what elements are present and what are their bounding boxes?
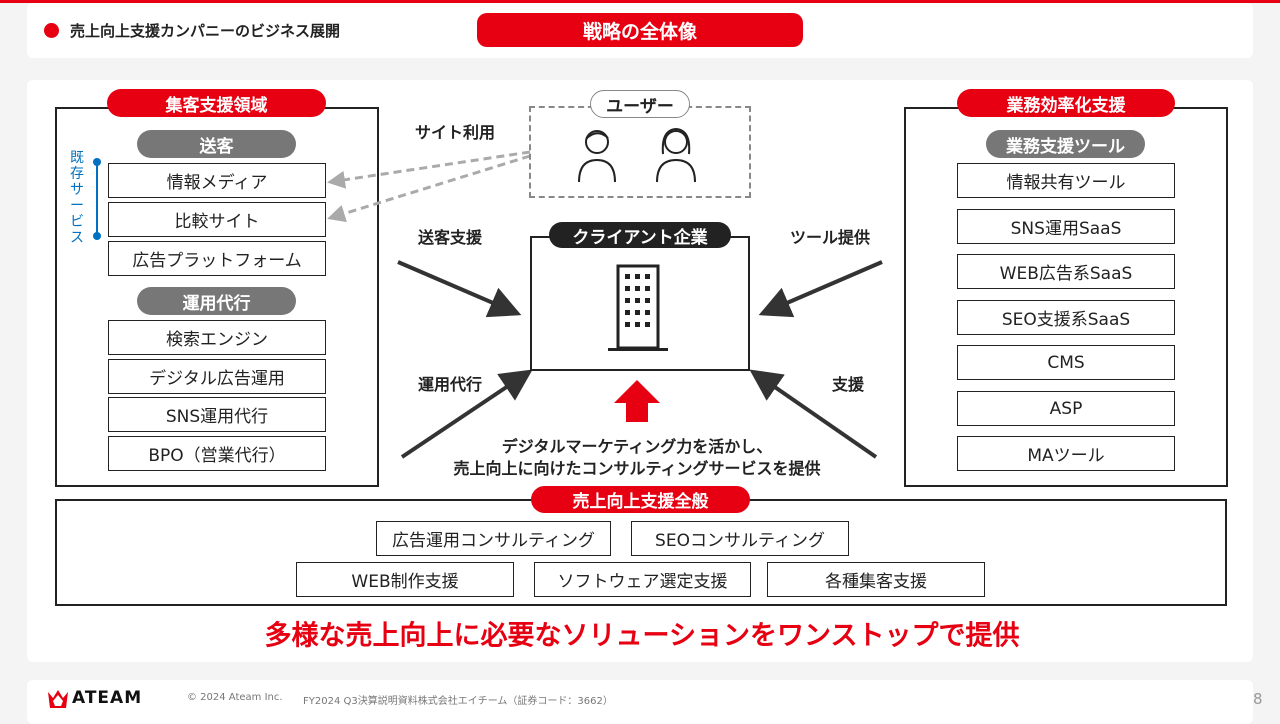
list-item: SNS運用代行 [108,397,326,432]
user-title: ユーザー [590,90,690,118]
list-item: 広告プラットフォーム [108,241,326,276]
site-use-arrow [327,150,531,223]
list-item: 各種集客支援 [767,562,985,597]
copyright: © 2024 Ateam Inc. [187,692,283,703]
list-item: SEO支援系SaaS [957,300,1175,335]
list-item: 情報共有ツール [957,163,1175,198]
customer-acquisition-title: 集客支援領域 [107,89,326,117]
red-up-arrow-icon [614,380,660,422]
bracket-dot [93,232,101,240]
caption-line-1: デジタルマーケティング力を活かし、 [501,437,773,456]
site-use-label: サイト利用 [414,123,496,142]
list-item: WEB制作支援 [296,562,514,597]
male-user-icon [578,130,616,183]
list-item: 比較サイト [108,202,326,237]
support-label: 支援 [831,375,865,394]
page-number: 8 [1253,690,1263,708]
building-icon [608,264,668,351]
bracket-dot [93,158,101,166]
bracket-line [96,162,98,236]
caption-line-2: 売上向上に向けたコンサルティングサービスを提供 [453,459,821,478]
tools-group-title: 業務支援ツール [986,130,1145,158]
female-user-icon [656,127,696,183]
list-item: CMS [957,345,1175,380]
section-title: 売上向上支援カンパニーのビジネス展開 [70,22,341,40]
referral-title: 送客 [137,130,296,158]
client-box [530,236,750,371]
existing-services-label: 既存サービス [70,150,84,246]
header-card: 売上向上支援カンパニーのビジネス展開 戦略の全体像 [27,3,1253,58]
footer: ATEAM © 2024 Ateam Inc. FY2024 Q3決算説明資料株… [27,680,1253,724]
top-accent-bar [0,0,1280,3]
operations-arrow [400,369,533,459]
document-info: FY2024 Q3決算説明資料株式会社エイチーム（証券コード：3662） [303,696,613,707]
operations-title: 運用代行 [137,287,296,315]
referral-support-label: 送客支援 [417,228,483,247]
ateam-logo-icon [48,690,68,708]
strategy-badge: 戦略の全体像 [477,13,803,47]
list-item: BPO（営業代行） [108,436,326,471]
list-item: 検索エンジン [108,320,326,355]
list-item: WEB広告系SaaS [957,254,1175,289]
user-box [529,106,751,198]
client-title: クライアント企業 [549,222,731,248]
list-item: 広告運用コンサルティング [376,521,611,556]
red-dot-icon [44,23,59,38]
efficiency-title: 業務効率化支援 [957,89,1175,117]
sales-support-title: 売上向上支援全般 [531,486,750,513]
list-item: ASP [957,391,1175,426]
tagline: 多様な売上向上に必要なソリューションをワンストップで提供 [264,620,1020,652]
referral-arrow [397,260,522,318]
tools-arrow [758,260,883,318]
tools-label: ツール提供 [789,228,871,247]
support-arrow [749,369,878,459]
list-item: 情報メディア [108,163,326,198]
list-item: SNS運用SaaS [957,209,1175,244]
list-item: SEOコンサルティング [631,521,849,556]
list-item: MAツール [957,436,1175,471]
operations-label: 運用代行 [417,375,483,394]
list-item: ソフトウェア選定支援 [534,562,751,597]
ateam-logo-text: ATEAM [72,688,143,708]
list-item: デジタル広告運用 [108,359,326,394]
